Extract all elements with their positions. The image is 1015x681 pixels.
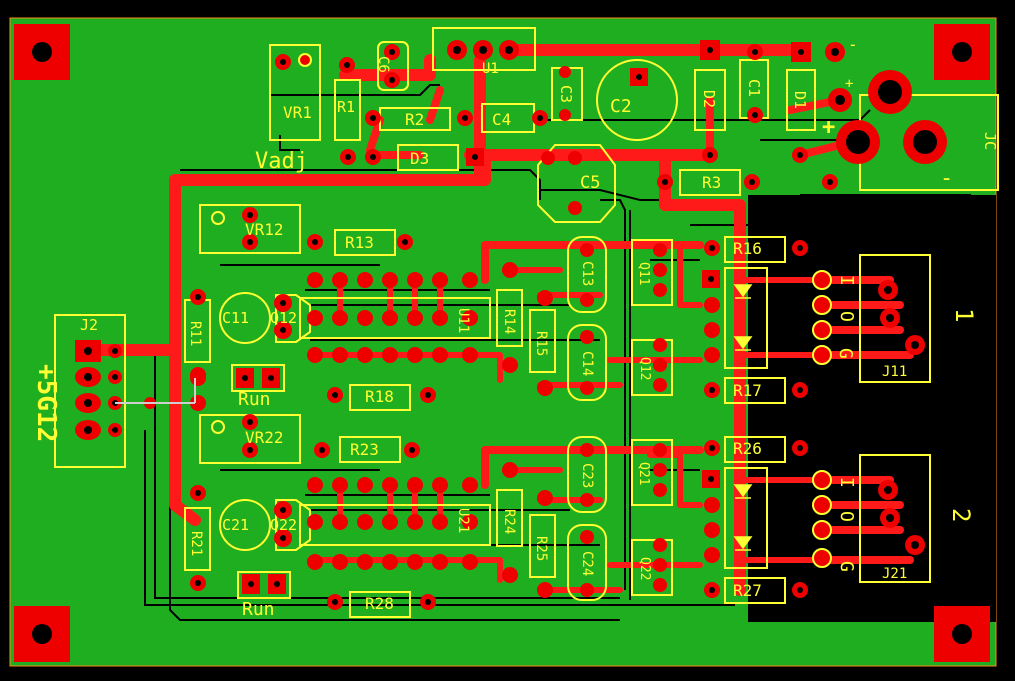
label-r11: R11 — [187, 321, 203, 346]
component-pads — [144, 40, 947, 610]
label-ch2: 2 — [947, 508, 975, 522]
label-r24: R24 — [501, 509, 517, 534]
label-j2: J2 — [80, 316, 98, 334]
label-r27: R27 — [733, 581, 762, 600]
label-vr12: VR12 — [245, 220, 284, 239]
label-godi1-o: O — [836, 311, 857, 322]
label-run2: Run — [242, 599, 275, 620]
label-vadj: Vadj — [255, 149, 308, 174]
label-r15: R15 — [533, 331, 549, 356]
label-vr1: VR1 — [283, 103, 312, 122]
label-c23: C23 — [579, 463, 595, 488]
silkscreen-labels: VR1 R1 R2 C6 U1 C4 C3 C2 D2 C1 D1 JC Vad… — [31, 35, 999, 620]
label-c21: C21 — [222, 516, 249, 534]
label-r28: R28 — [365, 594, 394, 613]
label-side: +5G12 — [31, 364, 61, 442]
label-q12b: Q12 — [637, 357, 652, 380]
label-c5: C5 — [580, 173, 600, 193]
label-d2: D2 — [700, 90, 718, 108]
label-godi2-g: G — [836, 561, 857, 572]
label-u11: U11 — [455, 308, 471, 333]
label-r14: R14 — [501, 309, 517, 334]
label-vr22: VR22 — [245, 428, 284, 447]
label-c3: C3 — [557, 85, 575, 103]
label-c11: C11 — [222, 309, 249, 327]
label-r25: R25 — [533, 536, 549, 561]
label-q12: Q12 — [270, 309, 297, 327]
label-c24: C24 — [579, 551, 595, 576]
label-c14: C14 — [579, 351, 595, 376]
label-c4: C4 — [492, 110, 511, 129]
label-godi1-i: I — [836, 275, 857, 286]
label-r26: R26 — [733, 439, 762, 458]
label-c6: C6 — [375, 56, 391, 73]
label-run1: Run — [238, 389, 271, 410]
label-u1: U1 — [482, 61, 499, 77]
label-godi1-g: G — [835, 348, 856, 359]
label-u21: U21 — [455, 508, 471, 533]
label-q11: Q11 — [636, 262, 651, 285]
label-c2: C2 — [610, 96, 632, 117]
label-jc: JC — [981, 132, 999, 150]
label-j11: J11 — [882, 364, 907, 380]
label-d3: D3 — [410, 149, 429, 168]
label-c13: C13 — [579, 261, 595, 286]
label-c1: C1 — [745, 79, 763, 97]
label-r23: R23 — [350, 440, 379, 459]
label-minus-jc: - — [940, 166, 953, 191]
label-r1: R1 — [337, 98, 355, 116]
label-r13: R13 — [345, 233, 374, 252]
label-r17: R17 — [733, 381, 762, 400]
label-r3: R3 — [702, 173, 721, 192]
label-minus-top: - — [848, 35, 858, 54]
label-d1: D1 — [791, 91, 809, 109]
silkscreen-outlines — [184, 27, 999, 618]
label-r2: R2 — [405, 110, 424, 129]
label-r21: R21 — [188, 531, 204, 556]
label-j21: J21 — [882, 566, 907, 582]
opto-symbols — [733, 284, 753, 551]
label-q21: Q21 — [636, 462, 651, 485]
label-r16: R16 — [733, 239, 762, 258]
label-q22: Q22 — [270, 516, 297, 534]
label-r18: R18 — [365, 387, 394, 406]
label-q22b: Q22 — [637, 557, 652, 580]
label-godi2-i: I — [836, 477, 857, 488]
label-plus-jc: + — [822, 115, 835, 140]
label-godi2-o: O — [836, 511, 857, 522]
label-plus-top: + — [845, 76, 853, 92]
label-ch1: 1 — [950, 308, 978, 322]
